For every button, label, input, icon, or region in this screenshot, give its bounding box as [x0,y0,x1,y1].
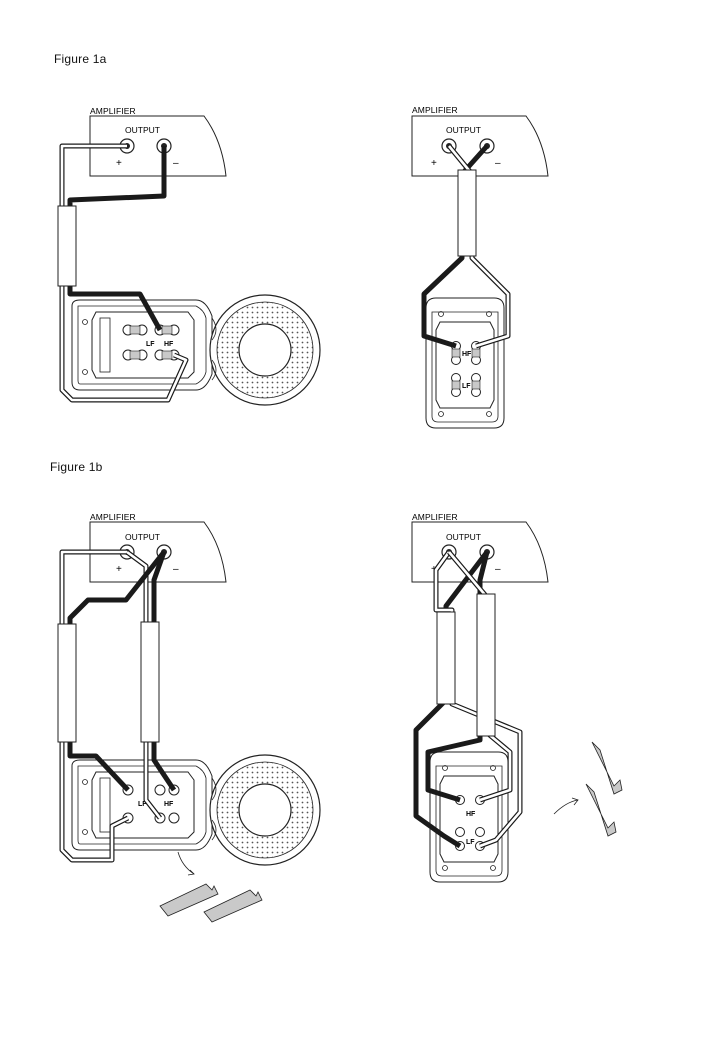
minus-label: – [495,158,501,169]
speaker-centre: HF LF [430,752,508,882]
speaker-centre: HF LF [426,298,504,428]
fig1b-panel2: AMPLIFIER OUTPUT + – HF [412,512,622,882]
output-label: OUTPUT [446,125,481,135]
cable-jacket [458,170,476,256]
fig1a-panel2: AMPLIFIER OUTPUT + – [412,105,548,428]
plus-label: + [431,158,437,169]
arrow-icon [554,800,578,814]
amplifier-box: AMPLIFIER OUTPUT + – [90,106,226,176]
output-label: OUTPUT [125,532,160,542]
fig1a-panel1: AMPLIFIER OUTPUT + – [58,106,320,405]
cable-jacket [58,206,76,286]
amplifier-label: AMPLIFIER [90,512,136,522]
plus-label: + [116,564,122,575]
cable-jacket-right [141,622,159,742]
speaker-bookshelf: LF HF [72,295,320,405]
lf-label: LF [146,341,155,348]
lf-label: LF [462,383,471,390]
minus-label: – [173,158,179,169]
hf-label: HF [164,801,174,808]
cable-jacket-left [58,624,76,742]
bridging-link [592,742,622,794]
hf-label: HF [164,341,174,348]
woofer-cone [239,324,291,376]
amplifier-box: AMPLIFIER OUTPUT + – [412,105,548,176]
output-label: OUTPUT [446,532,481,542]
minus-label: – [495,564,501,575]
fig1b-panel1: AMPLIFIER OUTPUT + – [58,512,320,922]
lf-label: LF [466,839,475,846]
amplifier-label: AMPLIFIER [412,105,458,115]
amplifier-label: AMPLIFIER [90,106,136,116]
removed-links [554,742,622,836]
bridging-link [586,784,616,836]
amplifier-label: AMPLIFIER [412,512,458,522]
output-label: OUTPUT [125,125,160,135]
arrow-icon [178,852,194,874]
cable-jacket-left [437,612,455,704]
plus-label: + [116,158,122,169]
hf-label: HF [466,811,476,818]
cable-jacket-right [477,594,495,736]
minus-label: – [173,564,179,575]
hf-label: HF [462,351,472,358]
